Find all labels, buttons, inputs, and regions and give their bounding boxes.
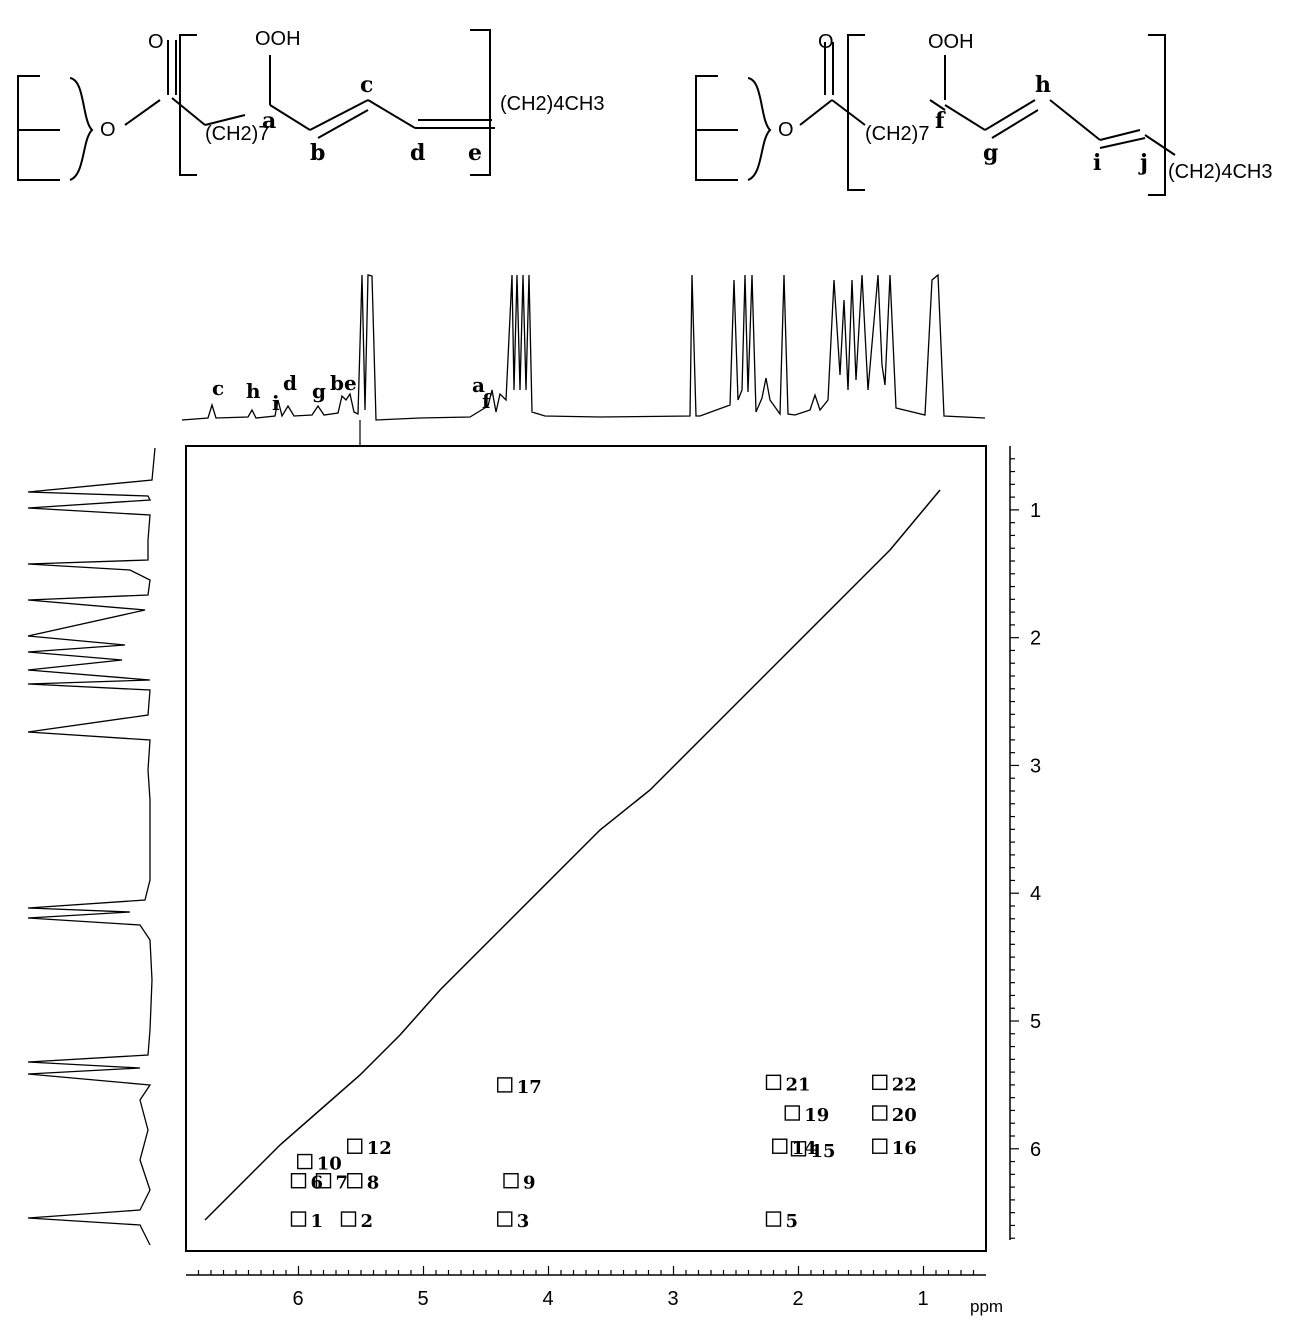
crosspeak-22: [872, 1074, 888, 1091]
y-tick-label: 1: [1030, 500, 1041, 522]
crosspeak-12: [347, 1138, 363, 1154]
y-tick-label: 6: [1030, 1139, 1041, 1161]
brace-1: [69, 77, 94, 181]
diagonal-peaks: [204, 489, 941, 1221]
peak-label-d: d: [283, 371, 297, 395]
s2-atom-h: h: [1035, 72, 1051, 98]
structure-1: [17, 29, 495, 181]
x-tick-label: 4: [543, 1288, 554, 1310]
x-tick-label: 1: [918, 1288, 929, 1310]
crosspeak-label-8: 8: [367, 1173, 380, 1194]
s1-atom-e: e: [468, 140, 482, 166]
top-peak-labels: c h i d g b e a f: [212, 371, 492, 415]
crosspeak-label-22: 22: [892, 1074, 917, 1095]
s2-ooh: OOH: [928, 31, 974, 53]
s1-oxygen: O: [148, 31, 164, 53]
crosspeak-label-19: 19: [804, 1105, 829, 1126]
top-projection-spectrum: [181, 273, 986, 421]
crosspeak-8: [347, 1173, 363, 1189]
x-tick-label: 2: [793, 1288, 804, 1310]
crosspeak-21: [765, 1074, 782, 1091]
crosspeak-label-20: 20: [892, 1105, 917, 1126]
s1-ester-oxygen: O: [100, 119, 116, 141]
peak-label-g: g: [312, 379, 326, 403]
s2-atom-j: j: [1138, 150, 1148, 176]
s2-atom-g: g: [983, 140, 998, 166]
bracket-right-1: [470, 29, 491, 176]
crosspeak-2: [340, 1211, 357, 1227]
crosspeak-17: [497, 1077, 513, 1093]
bracket-left-2: [847, 34, 865, 191]
x-tick-label: 5: [418, 1288, 429, 1310]
s2-oxygen: O: [818, 31, 834, 53]
glycerol-backbone-1: [17, 75, 60, 181]
crosspeak-label-3: 3: [517, 1211, 530, 1232]
x-tick-label: 6: [293, 1288, 304, 1310]
crosspeak-label-7: 7: [336, 1173, 349, 1194]
s2-atom-f: f: [935, 108, 946, 134]
crosspeak-label-12: 12: [367, 1138, 392, 1159]
crosspeak-label-15: 15: [811, 1141, 836, 1162]
crosspeak-5: [765, 1211, 782, 1227]
crosspeak-9: [503, 1173, 519, 1189]
y-axis: 1 2 3 4 5 6: [1009, 446, 1041, 1240]
crosspeak-7: [315, 1173, 332, 1189]
s1-atom-c: c: [360, 72, 373, 98]
s1-atom-b: b: [310, 140, 325, 166]
bracket-left-1: [179, 34, 197, 176]
crosspeak-label-17: 17: [517, 1077, 542, 1098]
glycerol-backbone-2: [695, 75, 738, 181]
plot-frame: [185, 445, 987, 1252]
y-tick-label: 5: [1030, 1011, 1041, 1033]
s2-chain: (CH2)7: [865, 123, 929, 145]
x-axis: 6 5 4 3 2 1: [186, 1266, 986, 1310]
peak-label-a: a: [472, 373, 485, 397]
crosspeak-14: [772, 1138, 788, 1154]
crosspeak-6: [290, 1173, 307, 1189]
y-tick-label: 3: [1030, 755, 1041, 777]
s1-atom-d: d: [410, 140, 425, 166]
y-tick-label: 4: [1030, 883, 1041, 905]
s1-atom-a: a: [262, 108, 276, 134]
crosspeak-label-21: 21: [786, 1074, 811, 1095]
structure-1-labels: O O OOH (CH2)7 (CH2)4CH3 a b c d e: [100, 28, 604, 166]
peak-label-b: b: [330, 371, 344, 395]
crosspeak-label-1: 1: [311, 1211, 324, 1232]
peak-label-f: f: [482, 389, 492, 413]
s1-ooh: OOH: [255, 28, 301, 50]
y-tick-label: 2: [1030, 628, 1041, 650]
crosspeak-15: [790, 1141, 807, 1157]
crosspeak-label-5: 5: [786, 1211, 799, 1232]
peak-label-e: e: [344, 371, 357, 395]
crosspeak-label-16: 16: [892, 1138, 917, 1159]
crosspeak-label-10: 10: [317, 1154, 342, 1175]
crosspeak-19: [784, 1105, 800, 1121]
bracket-right-2: [1148, 34, 1166, 196]
structure-2: [695, 34, 1176, 196]
crosspeak-3: [497, 1211, 513, 1227]
s2-tail: (CH2)4CH3: [1168, 161, 1272, 183]
brace-2: [747, 77, 772, 181]
crosspeak-label-2: 2: [361, 1211, 374, 1232]
peak-label-h: h: [246, 379, 261, 403]
crosspeak-label-14: 14: [792, 1138, 817, 1159]
s1-chain: (CH2)7: [205, 123, 269, 145]
peak-label-c: c: [212, 376, 224, 400]
s2-atom-i: i: [1093, 150, 1101, 176]
crosspeak-10: [297, 1153, 313, 1170]
left-projection-spectrum: [27, 447, 156, 1246]
s1-tail: (CH2)4CH3: [500, 93, 604, 115]
crosspeak-1: [290, 1211, 307, 1227]
crosspeak-16: [872, 1138, 888, 1154]
structure-2-labels: O O OOH (CH2)7 (CH2)4CH3 f g h i j: [778, 31, 1272, 183]
x-axis-unit: ppm: [970, 1297, 1003, 1316]
s2-ester-oxygen: O: [778, 119, 794, 141]
x-tick-label: 3: [668, 1288, 679, 1310]
crosspeak-20: [872, 1105, 888, 1121]
crosspeak-label-9: 9: [523, 1173, 536, 1194]
peak-label-i: i: [272, 391, 280, 415]
